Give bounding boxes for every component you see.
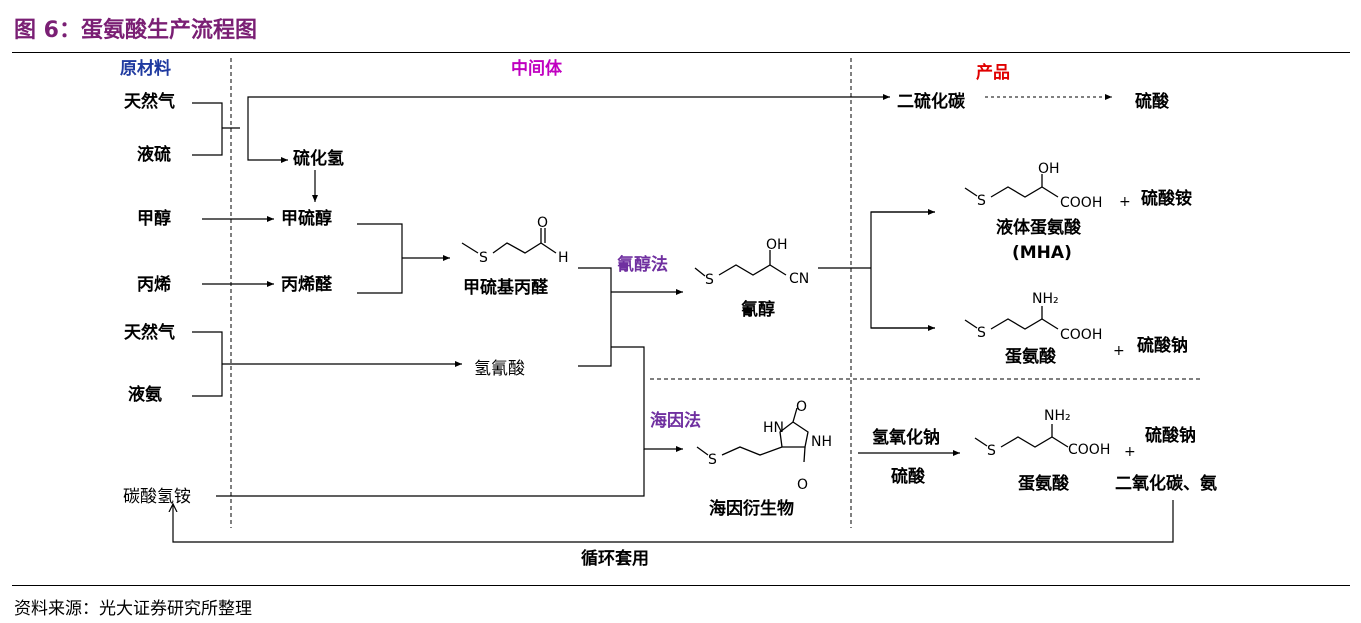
intermediate-cyanohydrin: 氰醇	[741, 299, 775, 320]
product-cs2: 二硫化碳	[897, 91, 966, 112]
svg-text:S: S	[708, 452, 717, 468]
bracket-mmp-hcn	[578, 267, 612, 367]
merge-gas-sulfur	[192, 102, 240, 156]
svg-text:NH₂: NH₂	[1032, 291, 1059, 307]
plus-1: +	[1119, 194, 1131, 210]
product-liquid-methionine: 液体蛋氨酸	[996, 217, 1082, 238]
arrow-to-hydantoin	[611, 346, 683, 452]
raw-natural-gas-1: 天然气	[124, 91, 175, 112]
method-hydantoin: 海因法	[650, 410, 701, 431]
product-mha: (MHA)	[1012, 243, 1072, 263]
bottom-rule	[12, 585, 1350, 586]
split-to-products	[818, 211, 935, 329]
product-ammonium-sulfate: 硫酸铵	[1141, 188, 1192, 209]
source-note: 资料来源：光大证券研究所整理	[14, 599, 252, 619]
raw-natural-gas-2: 天然气	[124, 322, 175, 343]
hydantoin-structure: S O O HN NH	[696, 399, 832, 493]
plus-3: +	[1124, 444, 1136, 460]
svg-text:COOH: COOH	[1060, 195, 1102, 211]
arrow-to-h2s	[247, 128, 288, 163]
svg-text:S: S	[977, 325, 986, 341]
product-methionine-2: 蛋氨酸	[1018, 473, 1070, 494]
intermediate-hydantoin: 海因衍生物	[709, 498, 794, 519]
svg-text:CN: CN	[789, 271, 809, 287]
arrow-to-mmp	[357, 223, 450, 294]
svg-text:HN: HN	[763, 420, 784, 436]
intermediate-acrolein: 丙烯醛	[281, 274, 333, 295]
raw-ammonium-bicarbonate: 碳酸氢铵	[123, 487, 191, 507]
line-bicarbonate-to-hydantoin	[216, 449, 645, 497]
svg-text:OH: OH	[766, 237, 788, 253]
plus-2: +	[1113, 343, 1125, 359]
svg-text:NH: NH	[811, 434, 832, 450]
product-sulfuric-acid: 硫酸	[1135, 91, 1170, 112]
raw-liquid-ammonia: 液氨	[128, 384, 162, 405]
svg-text:S: S	[705, 272, 714, 288]
arrow-to-hcn	[192, 331, 462, 397]
svg-text:COOH: COOH	[1068, 442, 1110, 458]
raw-propylene: 丙烯	[137, 274, 171, 295]
product-co2-ammonia: 二氧化碳、氨	[1115, 473, 1217, 494]
figure-title: 图 6：蛋氨酸生产流程图	[14, 18, 257, 43]
raw-methanol: 甲醇	[137, 208, 171, 229]
product-methionine-1: 蛋氨酸	[1005, 346, 1057, 367]
methionine-structure-1: S NH₂ COOH	[964, 291, 1102, 343]
recycle-label: 循环套用	[581, 548, 649, 569]
raw-liquid-sulfur: 液硫	[137, 144, 171, 165]
mmp-structure: S O H	[461, 215, 569, 266]
method-cyanohydrin: 氰醇法	[617, 254, 668, 275]
header-raw: 原材料	[120, 58, 171, 79]
arrow-to-cs2	[247, 94, 890, 128]
product-sodium-sulfate-1: 硫酸钠	[1137, 335, 1188, 356]
header-product: 产品	[976, 62, 1010, 83]
recycle-loop	[173, 500, 1174, 543]
svg-text:H: H	[558, 250, 569, 266]
svg-text:S: S	[987, 443, 996, 459]
svg-text:O: O	[537, 215, 548, 231]
svg-text:O: O	[796, 399, 807, 415]
intermediate-methyl-mercaptan: 甲硫醇	[281, 208, 332, 229]
svg-text:S: S	[977, 193, 986, 209]
cyanohydrin-structure: S OH CN	[694, 237, 809, 288]
svg-text:NH₂: NH₂	[1044, 408, 1071, 424]
intermediate-hcn: 氢氰酸	[474, 359, 525, 379]
product-sodium-sulfate-2: 硫酸钠	[1145, 425, 1196, 446]
top-rule	[12, 52, 1350, 53]
svg-text:OH: OH	[1038, 161, 1060, 177]
svg-text:COOH: COOH	[1060, 327, 1102, 343]
svg-text:S: S	[479, 250, 488, 266]
methionine-structure-2: S NH₂ COOH	[974, 408, 1110, 459]
header-intermediate: 中间体	[511, 58, 563, 79]
reagent-sulfuric-acid: 硫酸	[891, 466, 926, 487]
intermediate-mmp: 甲硫基丙醛	[463, 277, 549, 298]
reagent-naoh: 氢氧化钠	[872, 427, 940, 448]
intermediate-h2s: 硫化氢	[293, 148, 344, 169]
svg-text:O: O	[797, 477, 808, 493]
mha-structure: S OH COOH	[964, 161, 1102, 211]
